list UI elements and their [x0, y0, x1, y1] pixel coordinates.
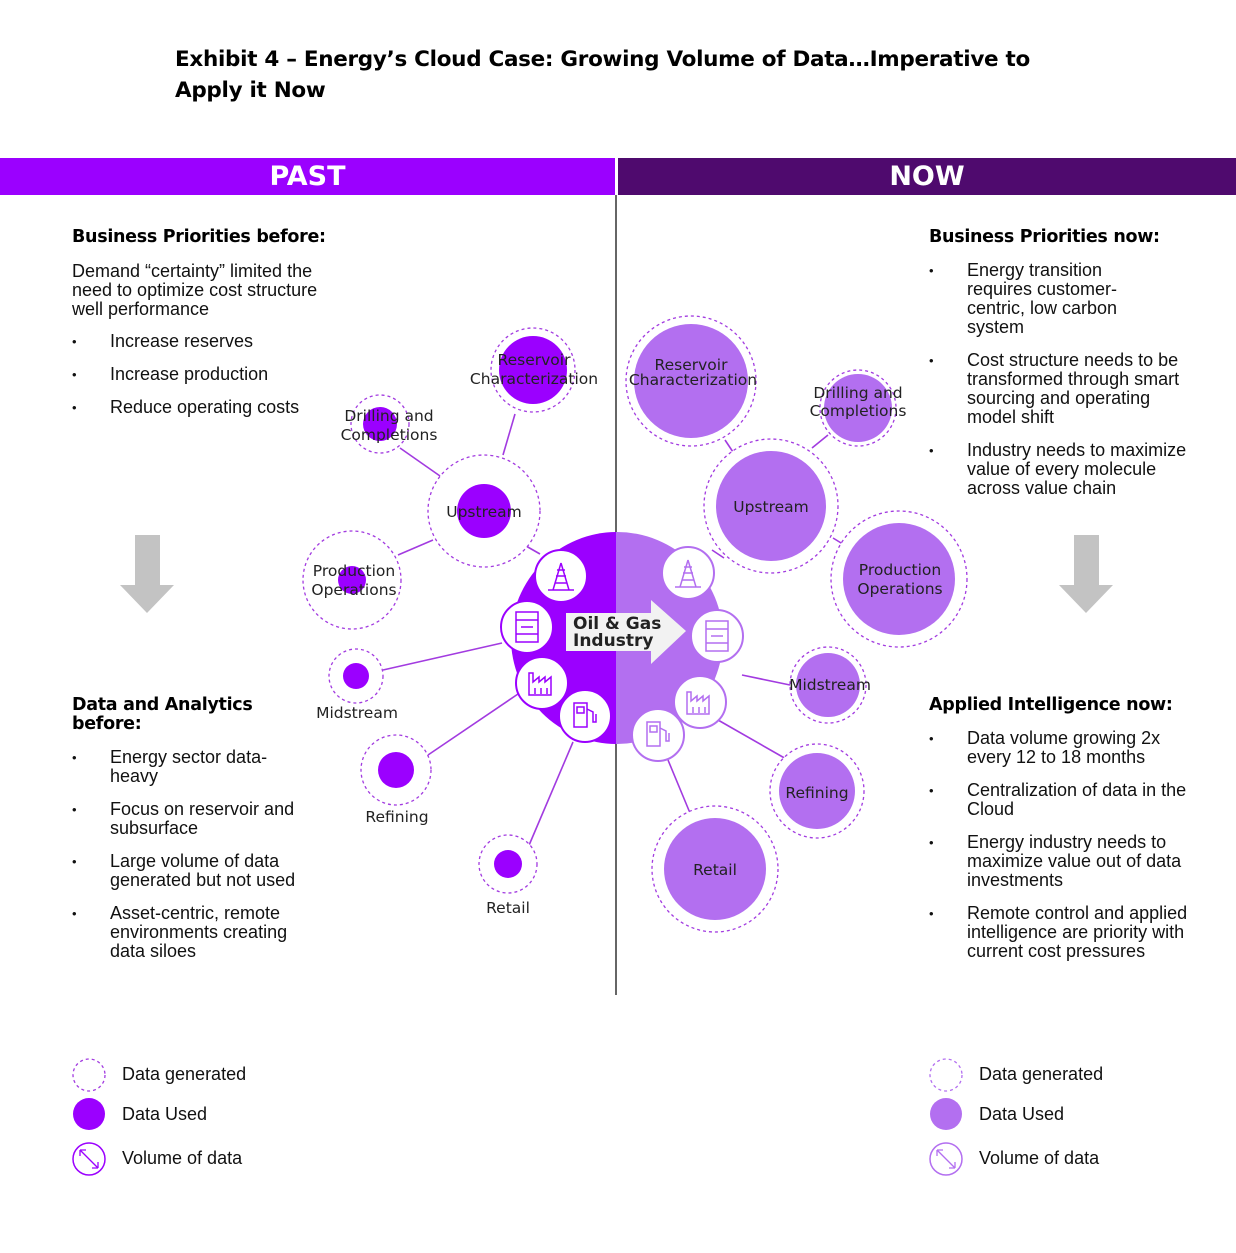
- past-label-refining: Refining: [365, 808, 428, 826]
- list-item: Energy industry needs to maximize value …: [929, 833, 1199, 890]
- past-node-refining: [360, 734, 432, 806]
- now-legend-generated: Data generated: [979, 1064, 1104, 1084]
- now-node-upstream: [703, 438, 839, 574]
- list-item: Increase reserves: [72, 332, 332, 352]
- past-node-reservoir: [490, 327, 576, 413]
- list-item: Focus on reservoir and subsurface: [72, 800, 322, 838]
- list-item: Centralization of data in the Cloud: [929, 781, 1187, 819]
- list-item: Asset-centric, remote environments creat…: [72, 904, 322, 961]
- factory-icon: [515, 656, 569, 710]
- now-label-upstream: Upstream: [733, 498, 809, 516]
- now-business-heading: Business Priorities now:: [929, 227, 1160, 247]
- list-item: Large volume of data generated but not u…: [72, 852, 310, 890]
- oil-barrel-icon: [690, 609, 744, 663]
- now-node-production: [830, 510, 968, 648]
- now-label-refining: Refining: [785, 784, 848, 802]
- now-node-refining: [769, 743, 865, 839]
- past-data-list: Energy sector data-heavy Focus on reserv…: [72, 748, 322, 961]
- list-item: Data volume growing 2x every 12 to 18 mo…: [929, 729, 1199, 767]
- past-label-drilling-2: Completions: [341, 426, 438, 444]
- now-node-retail: [651, 805, 779, 933]
- oil-barrel-icon: [500, 600, 554, 654]
- now-legend-volume-symbol: [929, 1142, 963, 1176]
- list-item: Reduce operating costs: [72, 398, 332, 418]
- past-node-retail: [478, 834, 538, 894]
- past-label-reservoir-2: Characterization: [470, 370, 598, 388]
- list-item: Energy transition requires customer-cent…: [929, 261, 1147, 337]
- now-label-production-1: Production: [859, 561, 941, 579]
- past-label-midstream: Midstream: [316, 704, 398, 722]
- fuel-pump-icon: [558, 689, 612, 743]
- past-legend-generated: Data generated: [122, 1064, 247, 1084]
- past-node-upstream: [427, 454, 541, 568]
- center-label-line2: Industry: [573, 631, 653, 651]
- past-label-upstream: Upstream: [446, 503, 522, 521]
- now-label-drilling-2: Completions: [810, 402, 907, 420]
- now-ai-heading: Applied Intelligence now:: [929, 695, 1173, 715]
- now-legend-used-symbol: [930, 1098, 962, 1130]
- now-legend-generated-symbol: [929, 1058, 963, 1092]
- now-down-arrow: [1059, 535, 1113, 613]
- list-item: Industry needs to maximize value of ever…: [929, 441, 1189, 498]
- fuel-pump-icon: [631, 708, 685, 762]
- now-label-production-2: Operations: [857, 580, 942, 598]
- past-node-production: [302, 530, 402, 630]
- now-ai-list: Data volume growing 2x every 12 to 18 mo…: [929, 729, 1199, 961]
- factory-icon: [673, 675, 727, 729]
- past-node-drilling: [350, 394, 410, 454]
- now-label-reservoir-2: Characterization: [629, 371, 757, 389]
- drilling-rig-icon: [661, 546, 715, 600]
- now-node-midstream: [789, 646, 867, 724]
- now-label-retail: Retail: [693, 861, 737, 879]
- now-label-drilling-1: Drilling and: [813, 384, 902, 402]
- past-legend-volume: Volume of data: [122, 1148, 243, 1168]
- center-label-line1: Oil & Gas: [573, 614, 661, 634]
- list-item: Cost structure needs to be transformed t…: [929, 351, 1189, 427]
- past-header: PAST: [0, 158, 615, 195]
- now-header: NOW: [618, 158, 1236, 195]
- past-down-arrow: [120, 535, 174, 613]
- list-item: Remote control and applied intelligence …: [929, 904, 1199, 961]
- now-legend-used: Data Used: [979, 1104, 1065, 1124]
- now-label-midstream: Midstream: [789, 676, 871, 694]
- transition-arrow: [566, 600, 686, 664]
- now-node-drilling: [819, 369, 897, 447]
- past-legend-used-symbol: [73, 1098, 105, 1130]
- drilling-rig-icon: [534, 549, 588, 603]
- past-data-heading: Data and Analytics before:: [72, 695, 253, 734]
- past-legend-used: Data Used: [122, 1104, 208, 1124]
- now-label-reservoir-1: Reservoir: [655, 356, 729, 374]
- past-label-reservoir-1: Reservoir: [498, 351, 572, 369]
- past-legend-generated-symbol: [72, 1058, 106, 1092]
- now-node-reservoir: [625, 315, 757, 447]
- past-label-retail: Retail: [486, 899, 530, 917]
- past-label-production-2: Operations: [311, 581, 396, 599]
- past-business-heading: Business Priorities before:: [72, 227, 326, 247]
- past-label-production-1: Production: [313, 562, 395, 580]
- past-node-midstream: [328, 648, 384, 704]
- now-business-list: Energy transition requires customer-cent…: [929, 261, 1189, 498]
- past-business-intro: Demand “certainty” limited the need to o…: [72, 261, 318, 319]
- list-item: Energy sector data-heavy: [72, 748, 290, 786]
- past-legend-volume-symbol: [72, 1142, 106, 1176]
- page-title: Exhibit 4 – Energy’s Cloud Case: Growing…: [175, 47, 1030, 103]
- list-item: Increase production: [72, 365, 332, 385]
- now-legend-volume: Volume of data: [979, 1148, 1100, 1168]
- past-business-list: Increase reserves Increase production Re…: [72, 332, 332, 418]
- past-label-drilling-1: Drilling and: [344, 407, 433, 425]
